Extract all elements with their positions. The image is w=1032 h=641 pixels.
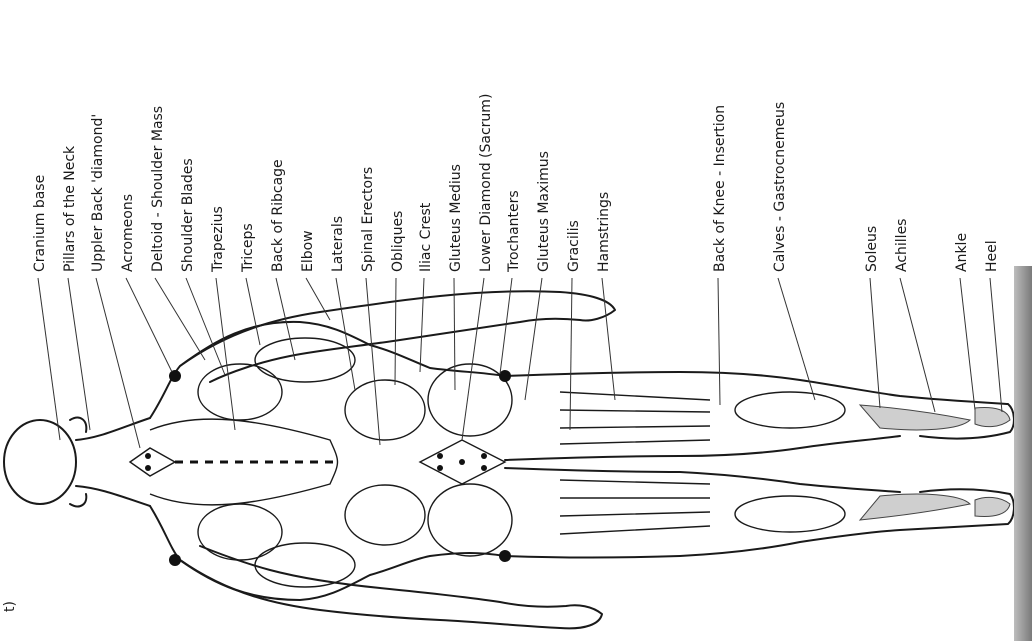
lat-bottom xyxy=(345,485,425,545)
label-spinal-erectors: Spinal Erectors xyxy=(360,167,376,272)
label-trochanters: Trochanters xyxy=(506,190,522,273)
calf-top xyxy=(735,392,845,428)
page-edge-shadow xyxy=(1014,266,1032,641)
label-acromeons: Acromeons xyxy=(120,194,136,272)
label-hamstrings: Hamstrings xyxy=(596,192,612,272)
torso-top-outline xyxy=(150,322,505,418)
glute-bottom xyxy=(428,484,512,556)
label-trapezius: Trapezius xyxy=(210,206,226,273)
shoulder-blade-bottom xyxy=(198,504,282,560)
ear-bottom xyxy=(70,494,86,506)
sacrum-dot-5 xyxy=(481,465,487,471)
heel-bottom-shade xyxy=(975,497,1010,516)
label-gluteus-maximus: Gluteus Maximus xyxy=(536,151,552,272)
label-heel: Heel xyxy=(984,240,1000,272)
lat-top xyxy=(345,380,425,440)
body-figure xyxy=(4,291,1014,628)
diamond-dot-2 xyxy=(145,465,151,471)
labels: Cranium base Pillars of the Neck Uppler … xyxy=(32,94,1000,273)
label-upper-back-diamond: Uppler Back 'diamond' xyxy=(90,114,106,272)
hamstring-lines xyxy=(560,392,710,534)
acromion-dot-bottom xyxy=(169,554,181,566)
label-elbow: Elbow xyxy=(300,230,316,272)
label-obliques: Obliques xyxy=(390,211,406,272)
label-soleus: Soleus xyxy=(864,226,880,272)
label-shoulder-blades: Shoulder Blades xyxy=(180,158,196,272)
label-triceps: Triceps xyxy=(240,223,256,273)
label-ankle: Ankle xyxy=(954,233,970,272)
soleus-top-shade xyxy=(860,405,970,430)
upper-diamond xyxy=(130,448,175,476)
label-lower-diamond: Lower Diamond (Sacrum) xyxy=(478,94,494,272)
label-laterals: Laterals xyxy=(330,216,346,272)
shoulder-blade-top xyxy=(198,364,282,420)
label-achilles: Achilles xyxy=(894,219,910,272)
label-back-of-ribcage: Back of Ribcage xyxy=(270,159,286,272)
page-text-fragment: t) xyxy=(2,601,18,612)
label-deltoid: Deltoid - Shoulder Mass xyxy=(150,106,166,272)
arm-bottom xyxy=(180,546,602,628)
label-cranium-base: Cranium base xyxy=(32,175,48,272)
label-back-of-knee: Back of Knee - Insertion xyxy=(712,105,728,272)
sacrum-dot-2 xyxy=(437,465,443,471)
calf-bottom xyxy=(735,496,845,532)
muscle-detail xyxy=(130,338,1010,587)
label-iliac-crest: Iliac Crest xyxy=(418,202,434,272)
ear-top xyxy=(70,418,86,432)
sacrum-dot-3 xyxy=(459,459,465,465)
sacrum-dot-1 xyxy=(437,453,443,459)
head xyxy=(4,420,76,504)
arm-top xyxy=(180,291,615,382)
label-pillars-of-the-neck: Pillars of the Neck xyxy=(62,145,78,272)
trochanter-dot-bottom xyxy=(499,550,511,562)
label-gluteus-medius: Gluteus Medius xyxy=(448,164,464,272)
rib-bottom xyxy=(255,543,355,587)
label-gracilis: Gracilis xyxy=(566,220,582,272)
soleus-bottom-shade xyxy=(860,494,970,520)
sacrum-dot-4 xyxy=(481,453,487,459)
diamond-dot-1 xyxy=(145,453,151,459)
label-calves: Calves - Gastrocnemeus xyxy=(772,102,788,272)
heel-top-shade xyxy=(975,408,1010,427)
trochanter-dot-top xyxy=(499,370,511,382)
acromion-dot-top xyxy=(169,370,181,382)
